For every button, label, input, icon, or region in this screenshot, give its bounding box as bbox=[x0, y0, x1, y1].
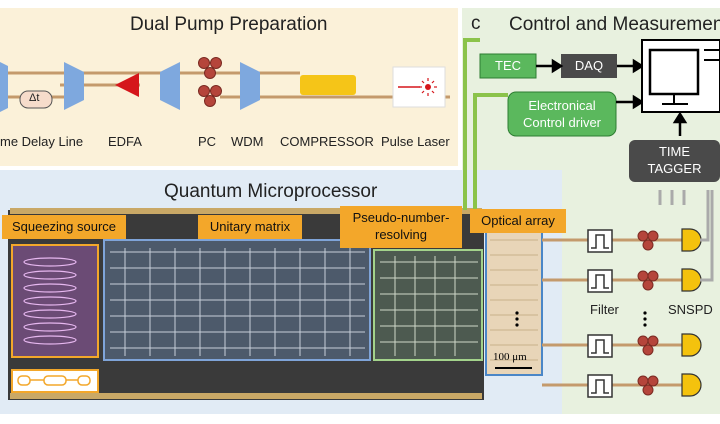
wdm-lens-left bbox=[160, 62, 180, 110]
label-edfa: EDFA bbox=[108, 134, 142, 149]
delay-line-lens-left bbox=[0, 62, 8, 112]
computer-icon bbox=[641, 39, 720, 113]
time-tagger-label-2: TAGGER bbox=[647, 161, 702, 176]
label-delay-line: me Delay Line bbox=[0, 134, 84, 149]
wdm-lens-right bbox=[240, 62, 260, 110]
chip-title: Quantum Microprocessor bbox=[164, 181, 378, 202]
delay-line-lens-right bbox=[64, 62, 84, 110]
optical-array-fibers bbox=[490, 239, 538, 361]
label-pc: PC bbox=[198, 134, 217, 149]
label-pulse-laser: Pulse Laser bbox=[381, 134, 450, 149]
delay-symbol: Δt bbox=[29, 92, 40, 104]
label-compressor: COMPRESSOR bbox=[280, 134, 374, 149]
pnr-grid bbox=[380, 256, 478, 356]
filter-label: Filter bbox=[590, 302, 619, 317]
unitary-label: Unitary matrix bbox=[198, 215, 302, 239]
snspd-icons bbox=[681, 228, 702, 397]
pnr-label-line2: resolving bbox=[374, 227, 428, 242]
squeezing-rings bbox=[23, 257, 77, 345]
pnr-label: Pseudo-number- resolving bbox=[340, 206, 462, 248]
squeezing-inset bbox=[11, 369, 99, 393]
unitary-mzi-grid bbox=[110, 248, 365, 356]
pnr-region bbox=[373, 249, 483, 361]
label-wdm: WDM bbox=[231, 134, 264, 149]
ellipsis-dots bbox=[515, 311, 647, 327]
time-tagger-label-1: TIME bbox=[658, 144, 691, 159]
pump-title: Dual Pump Preparation bbox=[130, 14, 328, 35]
chip-pads bbox=[10, 208, 482, 399]
signal-arrows bbox=[536, 58, 688, 136]
tagger-signal-lines bbox=[658, 190, 714, 282]
driver-box bbox=[507, 91, 617, 137]
pc-icon bbox=[198, 57, 222, 107]
snspd-label: SNSPD bbox=[668, 302, 713, 317]
output-fibers bbox=[542, 238, 690, 387]
control-title: Control and Measuremen bbox=[509, 14, 720, 35]
filter-icons bbox=[587, 229, 613, 398]
delay-box bbox=[19, 90, 53, 109]
green-control-wires bbox=[463, 38, 508, 210]
edfa-icon bbox=[115, 73, 139, 97]
laser-icon bbox=[398, 78, 437, 96]
time-tagger-box bbox=[629, 140, 720, 182]
panel-letter: c bbox=[471, 13, 481, 34]
squeezing-label: Squeezing source bbox=[2, 215, 126, 239]
driver-label-2: Control driver bbox=[522, 115, 602, 130]
driver-label-1: Electronical bbox=[528, 98, 596, 113]
detector-pc-icons bbox=[637, 230, 659, 396]
compressor-box bbox=[300, 75, 356, 95]
daq-box bbox=[561, 54, 617, 78]
optical-array-label: Optical array bbox=[470, 209, 566, 233]
scale-bar-label: 100 μm bbox=[493, 351, 527, 363]
ring-resonator-inset bbox=[17, 375, 91, 386]
squeezing-region bbox=[11, 244, 99, 358]
pnr-label-line1: Pseudo-number- bbox=[352, 210, 450, 225]
daq-label: DAQ bbox=[574, 58, 604, 73]
tec-label: TEC bbox=[495, 58, 521, 73]
